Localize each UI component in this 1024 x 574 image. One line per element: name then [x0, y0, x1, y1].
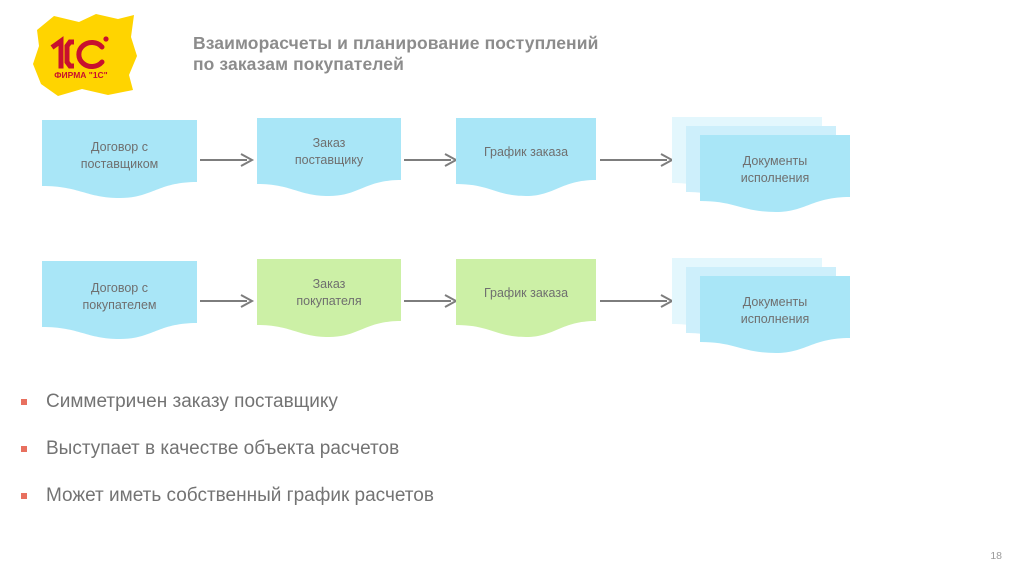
bullet-list: Симметричен заказу поставщику Выступает … — [16, 378, 796, 519]
document-stack-middle — [686, 267, 836, 344]
document-stack-front — [700, 135, 850, 212]
arrow-3 — [600, 152, 675, 168]
node-supplier-fulfilment-documents[interactable]: Документы исполнения — [672, 117, 854, 212]
list-item: Симметричен заказу поставщику — [16, 378, 796, 425]
node-supplier-order-schedule[interactable]: График заказа — [456, 118, 596, 198]
document-shape — [257, 118, 401, 196]
node-label: Документы исполнения — [740, 154, 810, 185]
list-item: Выступает в качестве объекта расчетов — [16, 425, 796, 472]
node-label: Документы исполнения — [740, 295, 810, 326]
document-shape — [257, 259, 401, 337]
1c-logo: ФИРМА "1С" — [30, 12, 142, 98]
node-label: Договор с поставщиком — [80, 140, 159, 171]
logo-1c-mark — [50, 36, 105, 69]
page-number: 18 — [990, 550, 1002, 562]
logo-blob — [33, 14, 137, 96]
node-label: Договор с покупателем — [82, 281, 157, 312]
document-shape — [42, 261, 197, 339]
logo-caption: ФИРМА "1С" — [54, 70, 107, 80]
list-item-label: Выступает в качестве объекта расчетов — [46, 437, 400, 459]
bullet-square-icon — [21, 492, 27, 499]
document-stack-middle — [686, 126, 836, 203]
node-supplier-order[interactable]: Заказ поставщику — [257, 118, 401, 198]
arrow-2 — [404, 152, 459, 168]
arrow-1 — [200, 152, 255, 168]
document-stack-back — [672, 117, 822, 194]
arrow-4 — [200, 293, 255, 309]
logo-registered-dot — [103, 36, 109, 42]
list-item-label: Симметричен заказу поставщику — [46, 390, 338, 412]
bullet-square-icon — [21, 398, 27, 405]
list-item-label: Может иметь собственный график расчетов — [46, 484, 434, 506]
node-customer-order-schedule[interactable]: График заказа — [456, 259, 596, 339]
node-label: График заказа — [483, 286, 569, 300]
node-supplier-contract[interactable]: Договор с поставщиком — [42, 120, 197, 200]
node-customer-fulfilment-documents[interactable]: Документы исполнения — [672, 258, 854, 353]
node-customer-contract[interactable]: Договор с покупателем — [42, 261, 197, 341]
document-stack-back — [672, 258, 822, 335]
document-shape — [456, 259, 596, 337]
arrow-6 — [600, 293, 675, 309]
bullet-square-icon — [21, 445, 27, 452]
document-shape — [456, 118, 596, 196]
page-title: Взаиморасчеты и планирование поступлений… — [193, 33, 599, 74]
document-stack-front — [700, 276, 850, 353]
list-item: Может иметь собственный график расчетов — [16, 472, 796, 519]
node-label: График заказа — [483, 145, 569, 159]
arrow-5 — [404, 293, 459, 309]
node-customer-order[interactable]: Заказ покупателя — [257, 259, 401, 339]
document-shape — [42, 120, 197, 198]
node-label: Заказ покупателя — [296, 277, 362, 308]
node-label: Заказ поставщику — [294, 136, 364, 167]
